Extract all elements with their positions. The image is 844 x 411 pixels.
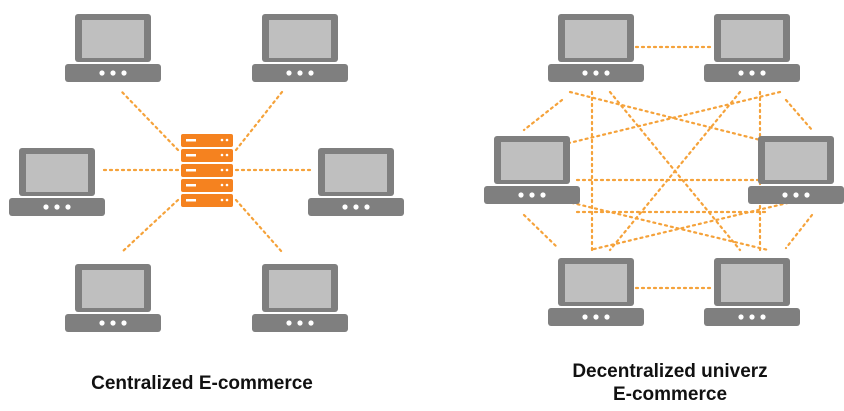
connection-line xyxy=(588,198,802,252)
connection-line xyxy=(608,90,742,252)
connection-line xyxy=(784,98,814,132)
server-icon xyxy=(181,134,233,207)
laptop-icon xyxy=(484,136,580,204)
laptop-icon xyxy=(308,148,404,216)
connection-line xyxy=(522,213,560,250)
decentralized-caption: Decentralized univerz E-commerce xyxy=(520,360,820,406)
laptop-icon xyxy=(252,264,348,332)
laptop-icon xyxy=(548,258,644,326)
connection-line xyxy=(522,98,564,132)
connection-line xyxy=(538,90,782,152)
connection-line xyxy=(234,198,284,254)
laptop-icon xyxy=(748,136,844,204)
laptop-icon xyxy=(65,14,161,82)
laptop-icon xyxy=(704,14,800,82)
centralized-connections xyxy=(100,90,314,254)
decentralized-caption-line1: Decentralized univerz xyxy=(572,361,768,382)
laptop-icon xyxy=(548,14,644,82)
laptop-icon xyxy=(9,148,105,216)
laptop-icon xyxy=(252,14,348,82)
connection-line xyxy=(120,90,180,152)
connection-line xyxy=(120,198,180,254)
connection-line xyxy=(558,198,770,252)
laptop-icon xyxy=(65,264,161,332)
laptop-icon xyxy=(704,258,800,326)
connection-line xyxy=(784,213,814,250)
connection-line xyxy=(234,90,284,152)
decentralized-caption-line2: E-commerce xyxy=(612,384,728,405)
centralized-caption: Centralized E-commerce xyxy=(91,373,313,394)
